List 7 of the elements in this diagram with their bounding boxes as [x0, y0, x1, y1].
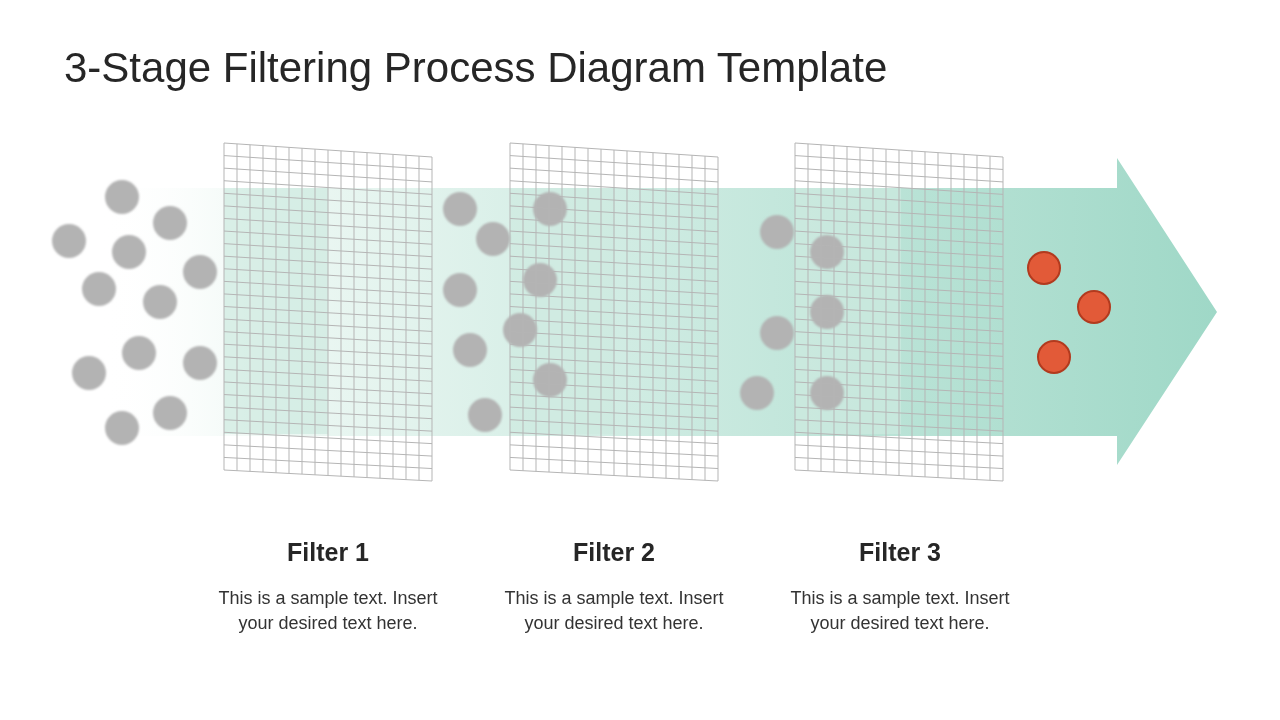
- filter-heading: Filter 3: [858, 538, 942, 567]
- filter-description: This is a sample text. Insert your desired text here.: [789, 587, 1011, 635]
- filter-heading: Filter 2: [572, 538, 656, 567]
- filter-description: This is a sample text. Insert your desired text here.: [503, 587, 725, 635]
- filter-description: This is a sample text. Insert your desired text here.: [217, 587, 439, 635]
- filter-heading: Filter 1: [286, 538, 370, 567]
- slide-title: 3-Stage Filtering Process Diagram Template: [64, 44, 888, 92]
